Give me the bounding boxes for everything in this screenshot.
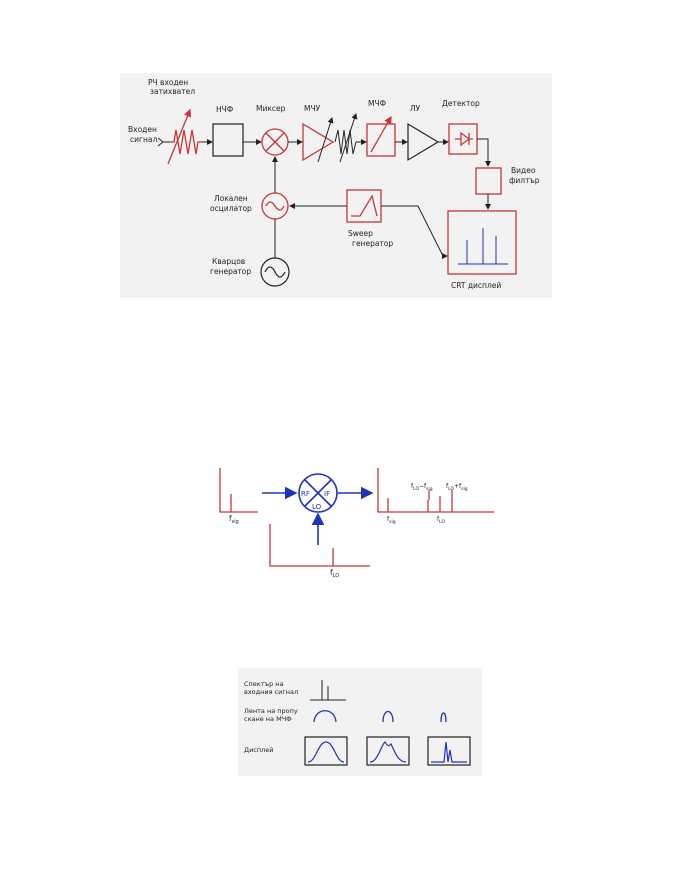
label-local-osc-1: Локален (214, 194, 248, 203)
sweep-generator-block (346, 189, 382, 223)
sweep-ramp (351, 194, 378, 217)
input-fork (157, 137, 164, 147)
label-lpf: НЧФ (216, 105, 234, 114)
if-amp-triangle (302, 122, 335, 162)
label-detector: Детектор (442, 99, 480, 108)
video-filter-block (475, 167, 502, 195)
output-spectrum-axes (377, 468, 494, 513)
input-spectrum-axes (219, 468, 258, 513)
lo-sine (265, 201, 285, 211)
label-if-band-2: скане на МЧФ (244, 715, 292, 723)
if-bandwidth-diagram: Спектър на входния сигнал Лента на пропу… (238, 668, 482, 776)
label-if-amp: МЧУ (304, 104, 321, 113)
display-trace-narrow (431, 741, 467, 763)
label-input-signal-2: сигнал (130, 135, 157, 144)
f-sig-label: fsig (229, 514, 239, 525)
passband-narrow (440, 712, 447, 723)
display-box-narrow (427, 736, 471, 766)
display-trace-wide (307, 741, 345, 763)
if-amp-gain-arrow (317, 117, 334, 163)
mixer-spectrum-diagram: fsig RF IF LO fLO fsig fLO−fsig fLO+fsig… (219, 468, 494, 579)
rf-port-label: RF (301, 490, 310, 498)
passband-medium (382, 710, 394, 723)
label-crystal-gen-1: Кварцов (212, 257, 245, 266)
display-trace-medium (369, 741, 407, 763)
mixer-x-b (304, 479, 332, 507)
diode-icon (455, 131, 473, 147)
label-rf-attenuator-2: затихвател (150, 87, 195, 96)
attenuator-arrow (167, 108, 192, 165)
wire-det-video (477, 138, 491, 167)
if-attenuator-arrow (339, 113, 358, 163)
label-crystal-gen-2: генератор (210, 267, 251, 276)
lo-port-label: LO (312, 503, 322, 511)
label-local-osc-2: осцилатор (210, 204, 252, 213)
f-diff-label: fLO−fsig (411, 483, 433, 492)
label-input-spectrum-2: входния сигнал (244, 688, 298, 696)
lo-spectrum-axes (269, 524, 370, 567)
f-sum-label: fLO+fsig (446, 483, 468, 492)
label-video-filter-2: филтър (509, 176, 540, 185)
block-diagram-panel (120, 73, 552, 298)
lpf-block (212, 123, 244, 157)
crystal-sine (264, 266, 286, 278)
f-out-lo-label: fLO (437, 516, 445, 525)
label-display: Дисплей (244, 746, 274, 754)
display-box-medium (366, 736, 410, 766)
f-out-sig-label: fsig (387, 516, 396, 525)
label-crt-display: CRT дисплей (451, 281, 501, 290)
f-lo-label: fLO (330, 568, 339, 579)
passband-wide (313, 710, 337, 723)
label-sweep-gen-2: генератор (352, 239, 393, 248)
crt-trace (458, 228, 508, 265)
wire-sweep-crt (381, 205, 448, 259)
label-video-filter-1: Видео (511, 166, 536, 175)
crt-display-block (447, 210, 517, 275)
if-attenuator (334, 129, 357, 155)
label-log-amp: ЛУ (410, 104, 421, 113)
label-mixer: Миксер (256, 104, 286, 113)
label-if-filter: МЧФ (368, 99, 387, 108)
if-filter-arrow (370, 115, 392, 153)
if-filter-block (366, 123, 396, 157)
mixer-cross-b (265, 132, 285, 152)
label-if-band-1: Лента на пропу (244, 707, 298, 715)
label-rf-attenuator-1: РЧ входен (148, 78, 188, 87)
if-port-label: IF (324, 490, 330, 498)
label-sweep-gen-1: Sweep (348, 229, 373, 238)
log-amp-triangle (407, 122, 440, 162)
label-input-signal-1: Входен (128, 125, 157, 134)
rf-attenuator (170, 129, 202, 155)
display-box-wide (304, 736, 348, 766)
label-input-spectrum-1: Спектър на (244, 680, 284, 688)
